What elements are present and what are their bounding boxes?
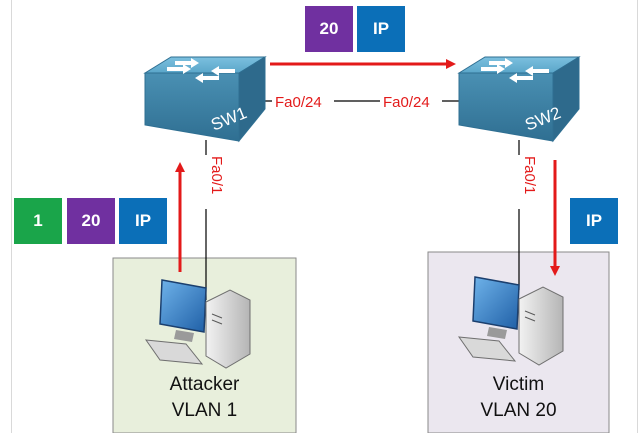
victim-name: Victim: [492, 374, 545, 395]
attacker-vlan: VLAN 1: [171, 400, 238, 421]
ip-tag: IP: [119, 198, 167, 244]
attacker-name: Attacker: [169, 374, 240, 395]
sw1-trunk-port-label: Fa0/24: [275, 94, 322, 111]
victim-label: Victim VLAN 20: [428, 372, 609, 424]
vlan-tag-1: 1: [14, 198, 62, 244]
vlan-tag-20: 20: [305, 6, 353, 52]
left-border: [11, 0, 12, 433]
ip-tag: IP: [570, 198, 618, 244]
attacker-label: Attacker VLAN 1: [113, 372, 296, 424]
sw2-trunk-port-label: Fa0/24: [383, 94, 430, 111]
computer-icon: [457, 276, 564, 366]
right-border: [637, 0, 638, 433]
ip-tag: IP: [357, 6, 405, 52]
sw1-access-port-label: Fa0/1: [208, 156, 225, 194]
switch-icon: [143, 56, 267, 143]
sw2-access-port-label: Fa0/1: [521, 156, 538, 194]
computer-icon: [144, 279, 251, 369]
switch-icon: [457, 56, 581, 143]
victim-vlan: VLAN 20: [480, 400, 557, 421]
vlan-tag-20: 20: [67, 198, 115, 244]
